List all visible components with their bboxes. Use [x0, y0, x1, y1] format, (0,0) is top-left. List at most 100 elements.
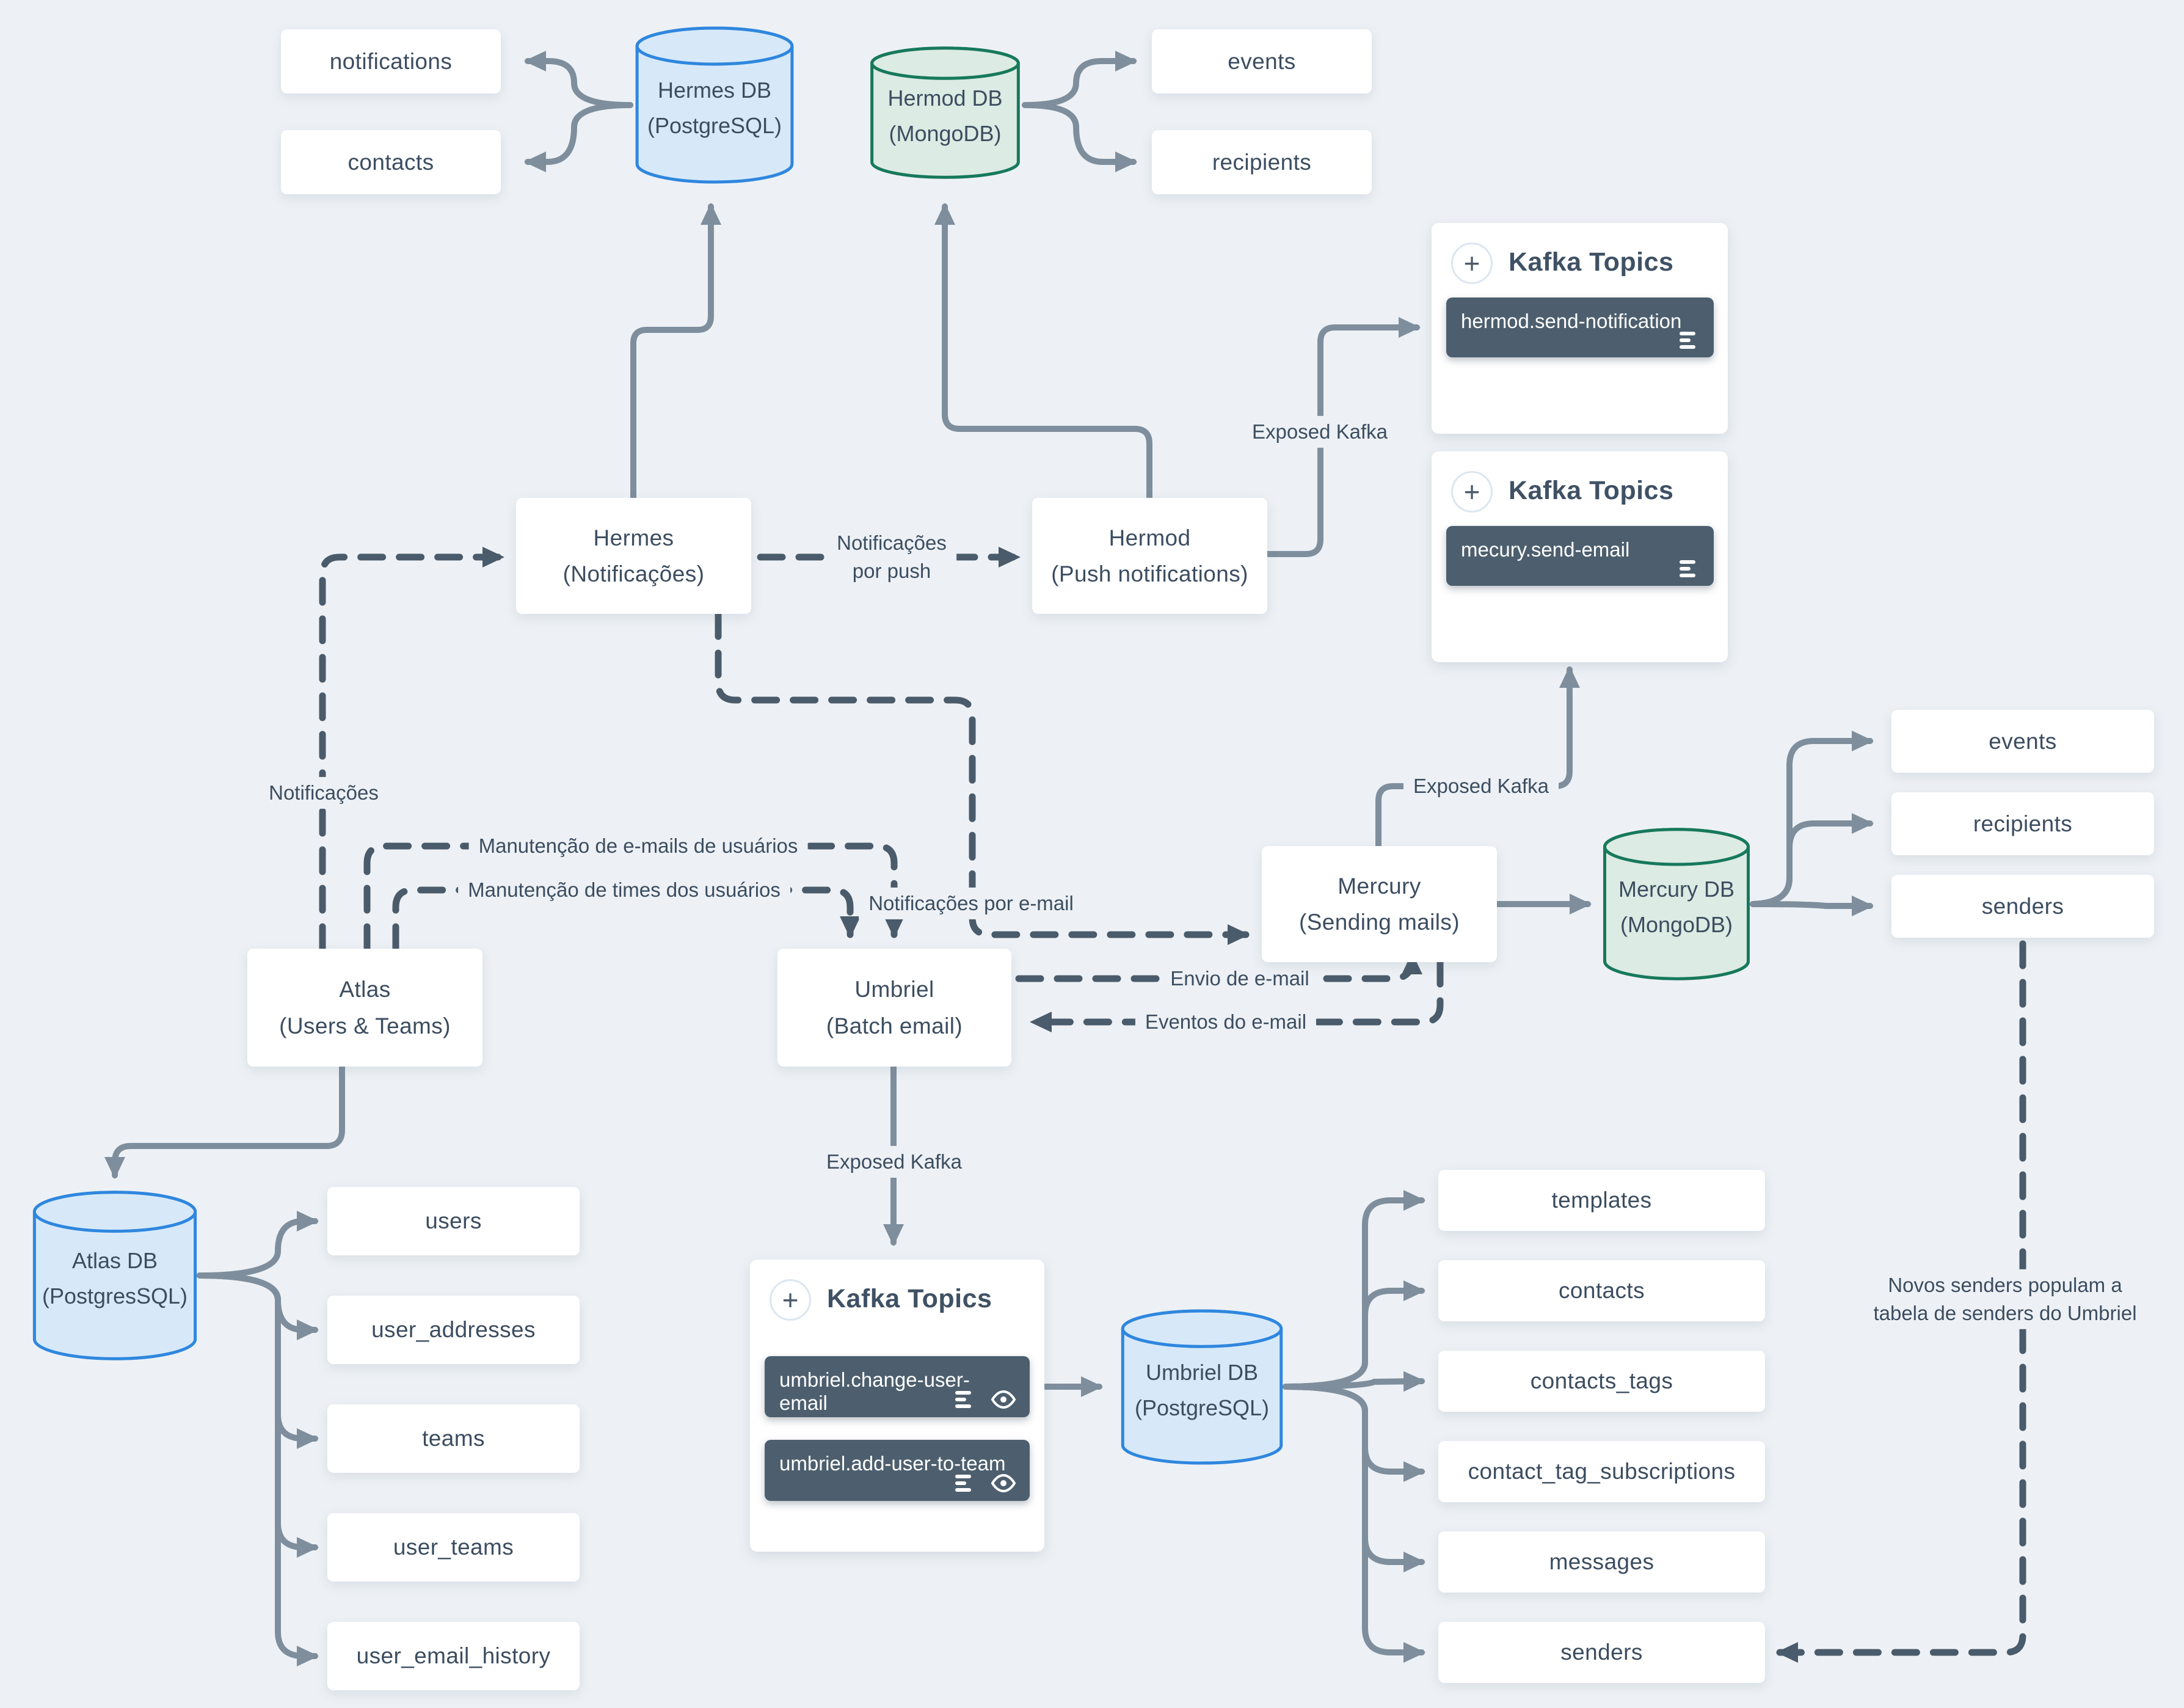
edge-label-exposed-kafka-hermod: Exposed Kafka	[1242, 415, 1397, 448]
table-label: senders	[1981, 893, 2064, 919]
service-desc: (Users & Teams)	[279, 1013, 451, 1038]
table-node-events[interactable]: events	[1152, 29, 1372, 93]
edge-mercurydb-to-recipients	[1750, 813, 1874, 907]
table-node-teams[interactable]: teams	[327, 1404, 580, 1473]
kafka-card-title: Kafka Topics	[1509, 476, 1674, 505]
edge-label-notificacoes: Notificações	[259, 776, 388, 809]
edge-label-por-push-line2: por push	[852, 560, 931, 582]
database-mercury-db[interactable]: Mercury DB (MongoDB)	[1600, 825, 1753, 984]
db-engine: (PostgreSQL)	[647, 113, 782, 138]
service-node-hermod[interactable]: Hermod (Push notifications)	[1032, 498, 1267, 614]
table-node-contacts[interactable]: contacts	[281, 130, 501, 194]
table-node-user-addresses[interactable]: user_addresses	[327, 1296, 580, 1364]
edge-label-notificacoes-por-email: Notificações por e-mail	[859, 887, 1083, 920]
database-hermod-db[interactable]: Hermod DB (MongoDB)	[867, 44, 1023, 181]
table-label: user_email_history	[356, 1643, 551, 1668]
edge-label-eventos-do-email: Eventos do e-mail	[1135, 1005, 1317, 1038]
service-desc: (Push notifications)	[1051, 561, 1248, 586]
table-node-messages[interactable]: messages	[1438, 1531, 1765, 1593]
table-node-umbriel-contacts[interactable]: contacts	[1438, 1260, 1765, 1321]
kafka-topic-hermod-send-notification[interactable]: hermod.send-notification	[1446, 297, 1714, 357]
plus-icon: +	[782, 1284, 799, 1316]
edge-label-novos-senders-line1: Novos senders populam a	[1888, 1273, 2122, 1296]
table-node-umbriel-senders[interactable]: senders	[1438, 1622, 1765, 1683]
table-node-user-email-history[interactable]: user_email_history	[327, 1622, 580, 1690]
edge-hermes-email-to-mercury	[715, 611, 1250, 945]
kafka-topic-umbriel-change-user-email[interactable]: umbriel.change-user-email	[765, 1356, 1030, 1417]
service-name: Mercury	[1338, 873, 1421, 899]
edge-umbrieldb-to-senders	[1283, 1384, 1425, 1663]
edge-mercury-eventos-to-umbriel	[1030, 958, 1444, 1032]
table-label: contact_tag_subscriptions	[1468, 1459, 1736, 1484]
database-umbriel-db[interactable]: Umbriel DB (PostgreSQL)	[1118, 1306, 1286, 1468]
edge-label-manutencao-times: Manutenção de times dos usuários	[458, 874, 790, 907]
edge-label-notificacoes-por-push: Notificações por push	[827, 527, 956, 588]
table-node-users[interactable]: users	[327, 1187, 580, 1255]
table-label: recipients	[1973, 811, 2073, 836]
db-name: Mercury DB	[1618, 877, 1735, 902]
plus-icon: +	[1463, 476, 1480, 508]
table-node-notifications[interactable]: notifications	[281, 29, 501, 93]
log-lines-icon[interactable]	[955, 1391, 976, 1408]
edge-mercurydb-to-senders	[1750, 896, 1874, 916]
table-label: user_addresses	[371, 1317, 536, 1342]
table-node-mercury-senders[interactable]: senders	[1891, 875, 2154, 938]
edge-atlasdb-to-teams	[197, 1272, 319, 1449]
database-hermes-db[interactable]: Hermes DB (PostgreSQL)	[632, 23, 797, 187]
service-node-hermes[interactable]: Hermes (Notificações)	[516, 498, 751, 614]
log-lines-icon[interactable]	[1680, 332, 1700, 349]
table-node-contact-tag-subscriptions[interactable]: contact_tag_subscriptions	[1438, 1441, 1765, 1502]
table-node-user-teams[interactable]: user_teams	[327, 1513, 580, 1582]
table-node-templates[interactable]: templates	[1438, 1170, 1765, 1231]
database-atlas-db[interactable]: Atlas DB (PostgresSQL)	[29, 1187, 200, 1364]
kafka-card-umbriel: + Kafka Topics umbriel.change-user-email…	[750, 1260, 1044, 1552]
log-lines-icon[interactable]	[955, 1475, 976, 1492]
kafka-card-title: Kafka Topics	[827, 1284, 992, 1313]
edge-label-novos-senders: Novos senders populam a tabela de sender…	[1863, 1269, 2147, 1330]
table-node-mercury-events[interactable]: events	[1891, 710, 2154, 773]
topic-name: umbriel.add-user-to-team	[779, 1452, 1006, 1475]
edge-atlasdb-to-user-email-history	[197, 1272, 319, 1666]
service-node-atlas[interactable]: Atlas (Users & Teams)	[247, 949, 482, 1067]
table-node-mercury-recipients[interactable]: recipients	[1891, 792, 2154, 855]
edge-hermod-to-hermoddb	[934, 203, 1152, 501]
add-topic-button[interactable]: +	[1451, 243, 1493, 284]
service-name: Hermes	[593, 525, 674, 550]
add-topic-button[interactable]: +	[770, 1279, 811, 1321]
table-label: users	[425, 1208, 482, 1233]
edge-hermes-to-hermesdb	[630, 203, 721, 501]
service-node-umbriel[interactable]: Umbriel (Batch email)	[777, 949, 1011, 1067]
table-label: teams	[422, 1426, 485, 1451]
table-node-contacts-tags[interactable]: contacts_tags	[1438, 1351, 1765, 1412]
log-lines-icon[interactable]	[1680, 560, 1700, 577]
edge-atlasdb-to-user-teams	[197, 1272, 319, 1558]
table-node-recipients[interactable]: recipients	[1152, 130, 1372, 194]
kafka-topic-umbriel-add-user-to-team[interactable]: umbriel.add-user-to-team	[765, 1440, 1030, 1501]
db-name: Hermes DB	[657, 78, 772, 103]
kafka-card-hermod: + Kafka Topics hermod.send-notification	[1432, 223, 1728, 434]
table-label: contacts	[1559, 1278, 1645, 1303]
topic-name: umbriel.change-user-email	[779, 1368, 970, 1414]
edge-label-envio-de-email: Envio de e-mail	[1160, 962, 1319, 995]
eye-icon[interactable]	[991, 1390, 1016, 1409]
service-name: Atlas	[339, 977, 391, 1002]
edge-hermesdb-to-contacts	[524, 102, 633, 172]
edge-atlas-to-atlasdb	[104, 1064, 345, 1179]
table-label: senders	[1560, 1640, 1643, 1665]
service-node-mercury[interactable]: Mercury (Sending mails)	[1262, 846, 1497, 962]
edge-umbrieldb-to-contacts	[1283, 1280, 1425, 1390]
eye-icon[interactable]	[991, 1474, 1016, 1492]
plus-icon: +	[1463, 247, 1480, 279]
kafka-card-mercury: + Kafka Topics mecury.send-email	[1432, 451, 1728, 662]
kafka-topic-mecury-send-email[interactable]: mecury.send-email	[1446, 526, 1714, 586]
edge-atlasdb-to-users	[197, 1211, 319, 1279]
edge-label-novos-senders-line2: tabela de senders do Umbriel	[1873, 1302, 2137, 1324]
add-topic-button[interactable]: +	[1451, 471, 1493, 513]
edge-mercury-to-kafka-topic	[1375, 666, 1580, 849]
table-label: contacts	[348, 149, 434, 175]
table-label: events	[1989, 728, 2057, 754]
table-label: templates	[1551, 1188, 1652, 1213]
table-label: recipients	[1212, 149, 1312, 175]
db-name: Atlas DB	[71, 1248, 158, 1274]
